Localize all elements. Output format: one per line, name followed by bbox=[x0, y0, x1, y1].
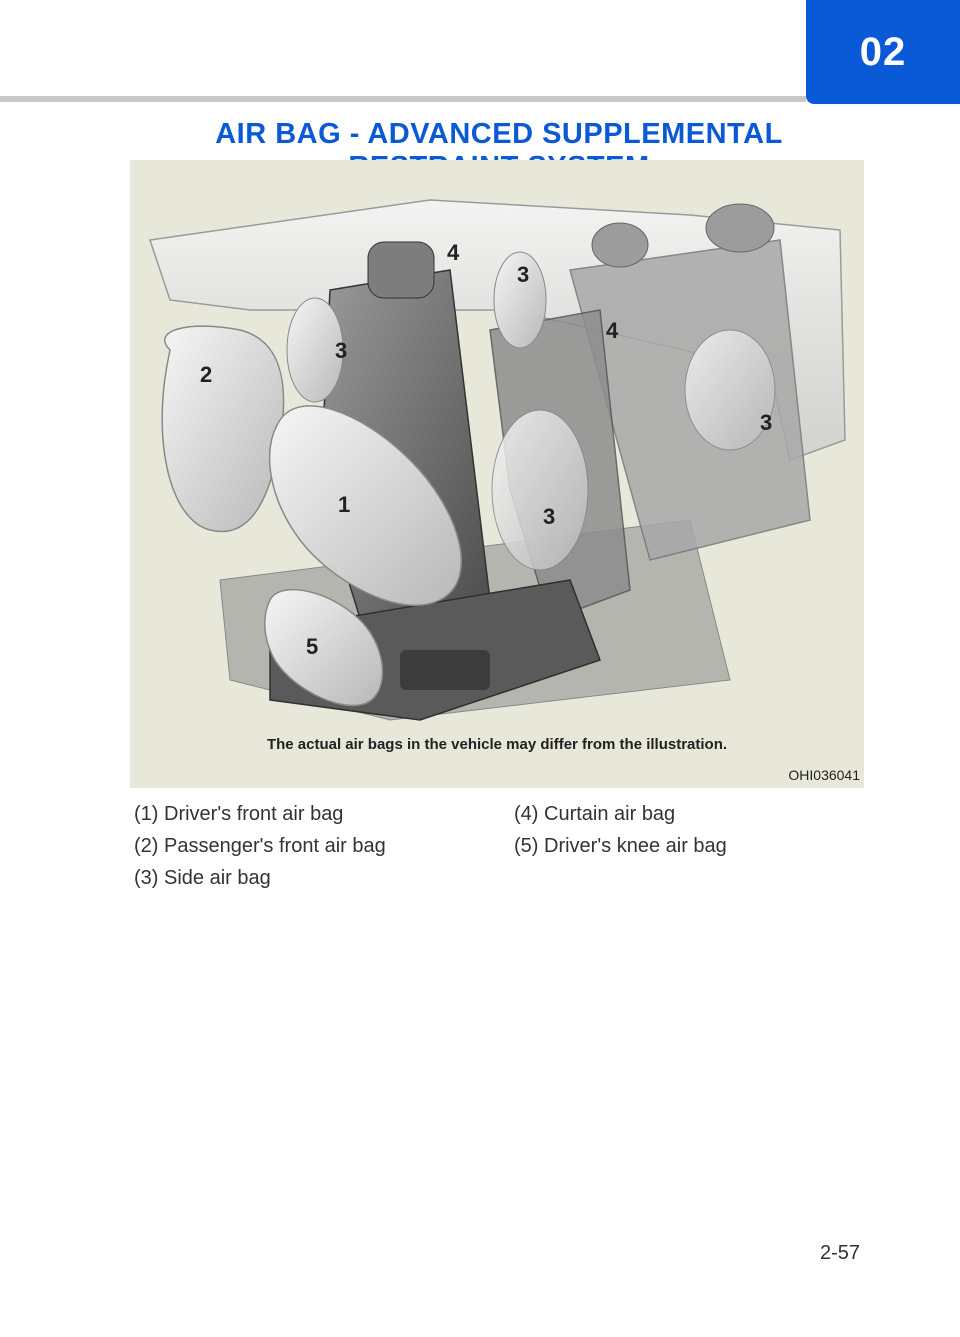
figure-code: OHI036041 bbox=[788, 767, 860, 783]
passenger-front-air-bag-shape bbox=[161, 325, 285, 533]
callout-3-a: 3 bbox=[335, 338, 347, 363]
rear-headrest-right bbox=[705, 203, 775, 253]
side-air-bag-shape-4 bbox=[684, 329, 776, 451]
side-air-bag-shape-2 bbox=[493, 251, 547, 349]
callout-4-b: 4 bbox=[606, 318, 619, 343]
airbag-drawing: 1 2 3 3 3 3 4 4 5 bbox=[149, 199, 846, 721]
driver-front-air-bag-shape bbox=[268, 405, 463, 606]
chapter-number: 02 bbox=[859, 29, 907, 74]
page-number: 2-57 bbox=[819, 1242, 860, 1264]
legend-item: (4) Curtain air bag bbox=[514, 803, 676, 825]
callout-1: 1 bbox=[338, 492, 350, 517]
driver-headrest-shape bbox=[367, 241, 435, 299]
callout-3-d: 3 bbox=[760, 410, 772, 435]
side-air-bag-shape-1 bbox=[286, 297, 344, 403]
callout-2: 2 bbox=[200, 362, 212, 387]
callout-3-c: 3 bbox=[543, 504, 555, 529]
airbag-illustration: 1 2 3 3 3 3 4 4 5 The actual air bags in… bbox=[130, 160, 864, 788]
callout-3-b: 3 bbox=[517, 262, 529, 287]
knee-air-bag-shape bbox=[264, 588, 384, 707]
callout-4-a: 4 bbox=[447, 240, 460, 265]
side-air-bag-shape-3 bbox=[491, 409, 589, 571]
legend-item: (3) Side air bag bbox=[134, 867, 271, 889]
legend-item: (1) Driver's front air bag bbox=[134, 803, 344, 825]
header-rule bbox=[0, 96, 806, 102]
legend-item: (2) Passenger's front air bag bbox=[134, 835, 386, 857]
figure-caption: The actual air bags in the vehicle may d… bbox=[266, 736, 728, 753]
seat-control-panel bbox=[400, 650, 490, 690]
legend-item: (5) Driver's knee air bag bbox=[514, 835, 727, 857]
callout-5: 5 bbox=[306, 634, 318, 659]
rear-headrest-left bbox=[591, 222, 649, 268]
airbag-legend: (1) Driver's front air bag (4) Curtain a… bbox=[134, 800, 874, 892]
chapter-tab: 02 bbox=[806, 0, 960, 104]
